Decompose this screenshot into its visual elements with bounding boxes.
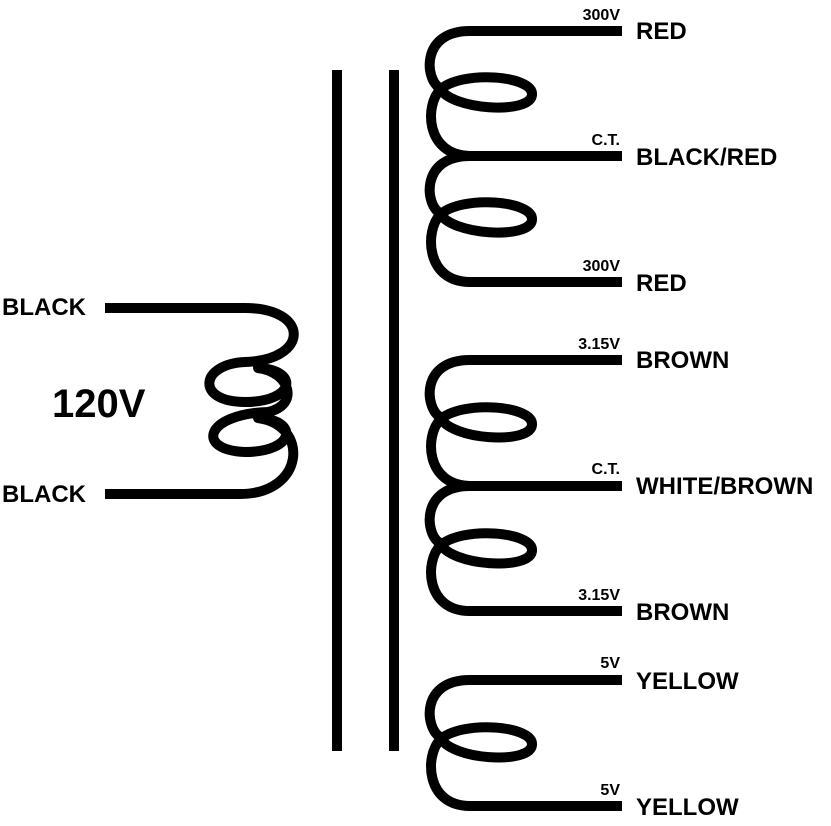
rectifier-tag-top: 5V	[600, 655, 620, 672]
secondary-rectifier-winding	[424, 675, 622, 811]
secondary-hv-winding-lower	[424, 151, 622, 287]
hv-tag-center: C.T.	[592, 132, 620, 149]
secondary-hv-winding-upper	[424, 26, 622, 161]
rectifier-tag-bottom: 5V	[600, 782, 620, 799]
primary-lead-top-label: BLACK	[2, 294, 87, 321]
heater-tag-bottom: 3.15V	[578, 587, 620, 604]
hv-color-bottom: RED	[636, 270, 687, 297]
primary-lead-bottom-label: BLACK	[2, 481, 87, 508]
heater-color-bottom: BROWN	[636, 599, 729, 626]
secondary-heater-winding-upper	[424, 355, 622, 491]
rectifier-color-bottom: YELLOW	[636, 794, 739, 821]
primary-winding	[105, 303, 299, 499]
hv-tag-bottom: 300V	[583, 258, 621, 275]
primary-voltage-label: 120V	[52, 382, 146, 426]
heater-color-center: WHITE/BROWN	[636, 473, 813, 500]
rectifier-color-top: YELLOW	[636, 668, 739, 695]
hv-color-top: RED	[636, 18, 687, 45]
hv-tag-top: 300V	[583, 7, 621, 24]
heater-tag-top: 3.15V	[578, 336, 620, 353]
hv-color-center: BLACK/RED	[636, 144, 777, 171]
secondary-heater-winding-lower	[424, 481, 622, 616]
heater-color-top: BROWN	[636, 347, 729, 374]
heater-tag-center: C.T.	[592, 461, 620, 478]
